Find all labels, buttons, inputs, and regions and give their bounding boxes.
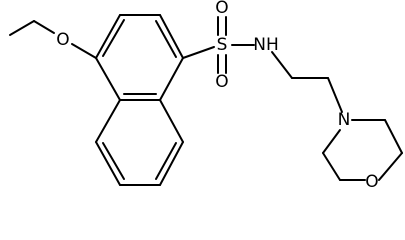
atom-label-sulfonyl-oxygen-top: O — [215, 0, 228, 18]
bond-ch2-n — [327, 77, 343, 113]
bond-c-left-lower-c-left — [322, 152, 341, 181]
bond-c-right-lower-o — [378, 152, 403, 181]
bond-c8-c7-double — [155, 142, 177, 180]
atom-label-morpholine-nitrogen: N — [338, 110, 351, 130]
bond-ethyl-ch2-o — [33, 20, 55, 34]
bond-c5-c4a — [95, 99, 121, 143]
molecule-structure: O S O O NH N O — [9, 0, 403, 192]
bond-c1-c8a — [159, 57, 184, 101]
atom-label-ether-oxygen: O — [56, 30, 69, 50]
atom-label-sulfonyl-oxygen-bottom: O — [215, 72, 228, 92]
bond-ethyl-ch3-ch2 — [9, 20, 35, 36]
bond-c6-c5-double — [102, 142, 125, 180]
atom-label-morpholine-oxygen: O — [365, 172, 378, 192]
bond-c4-c3 — [95, 14, 121, 59]
bond-c-right-c-right-lower — [384, 119, 403, 154]
bond-c3-c4-double — [102, 19, 125, 57]
atom-label-sulfur: S — [217, 35, 228, 55]
bond-c1-s — [182, 46, 215, 59]
bond-c-left-n — [322, 129, 341, 154]
atom-label-amine: NH — [253, 35, 279, 55]
bond-o-c4 — [71, 43, 97, 59]
bond-c4a-c4 — [95, 57, 121, 101]
bond-nh-ch2 — [271, 51, 293, 79]
bond-c8-c7 — [159, 141, 184, 186]
bond-c2-c1-double — [155, 20, 177, 58]
bond-c6-c5 — [95, 141, 121, 186]
atom-labels: O S O O NH N O — [56, 0, 378, 192]
bond-c8a-c8 — [159, 99, 184, 143]
bonds — [9, 14, 403, 186]
bond-c2-c1 — [159, 14, 184, 59]
